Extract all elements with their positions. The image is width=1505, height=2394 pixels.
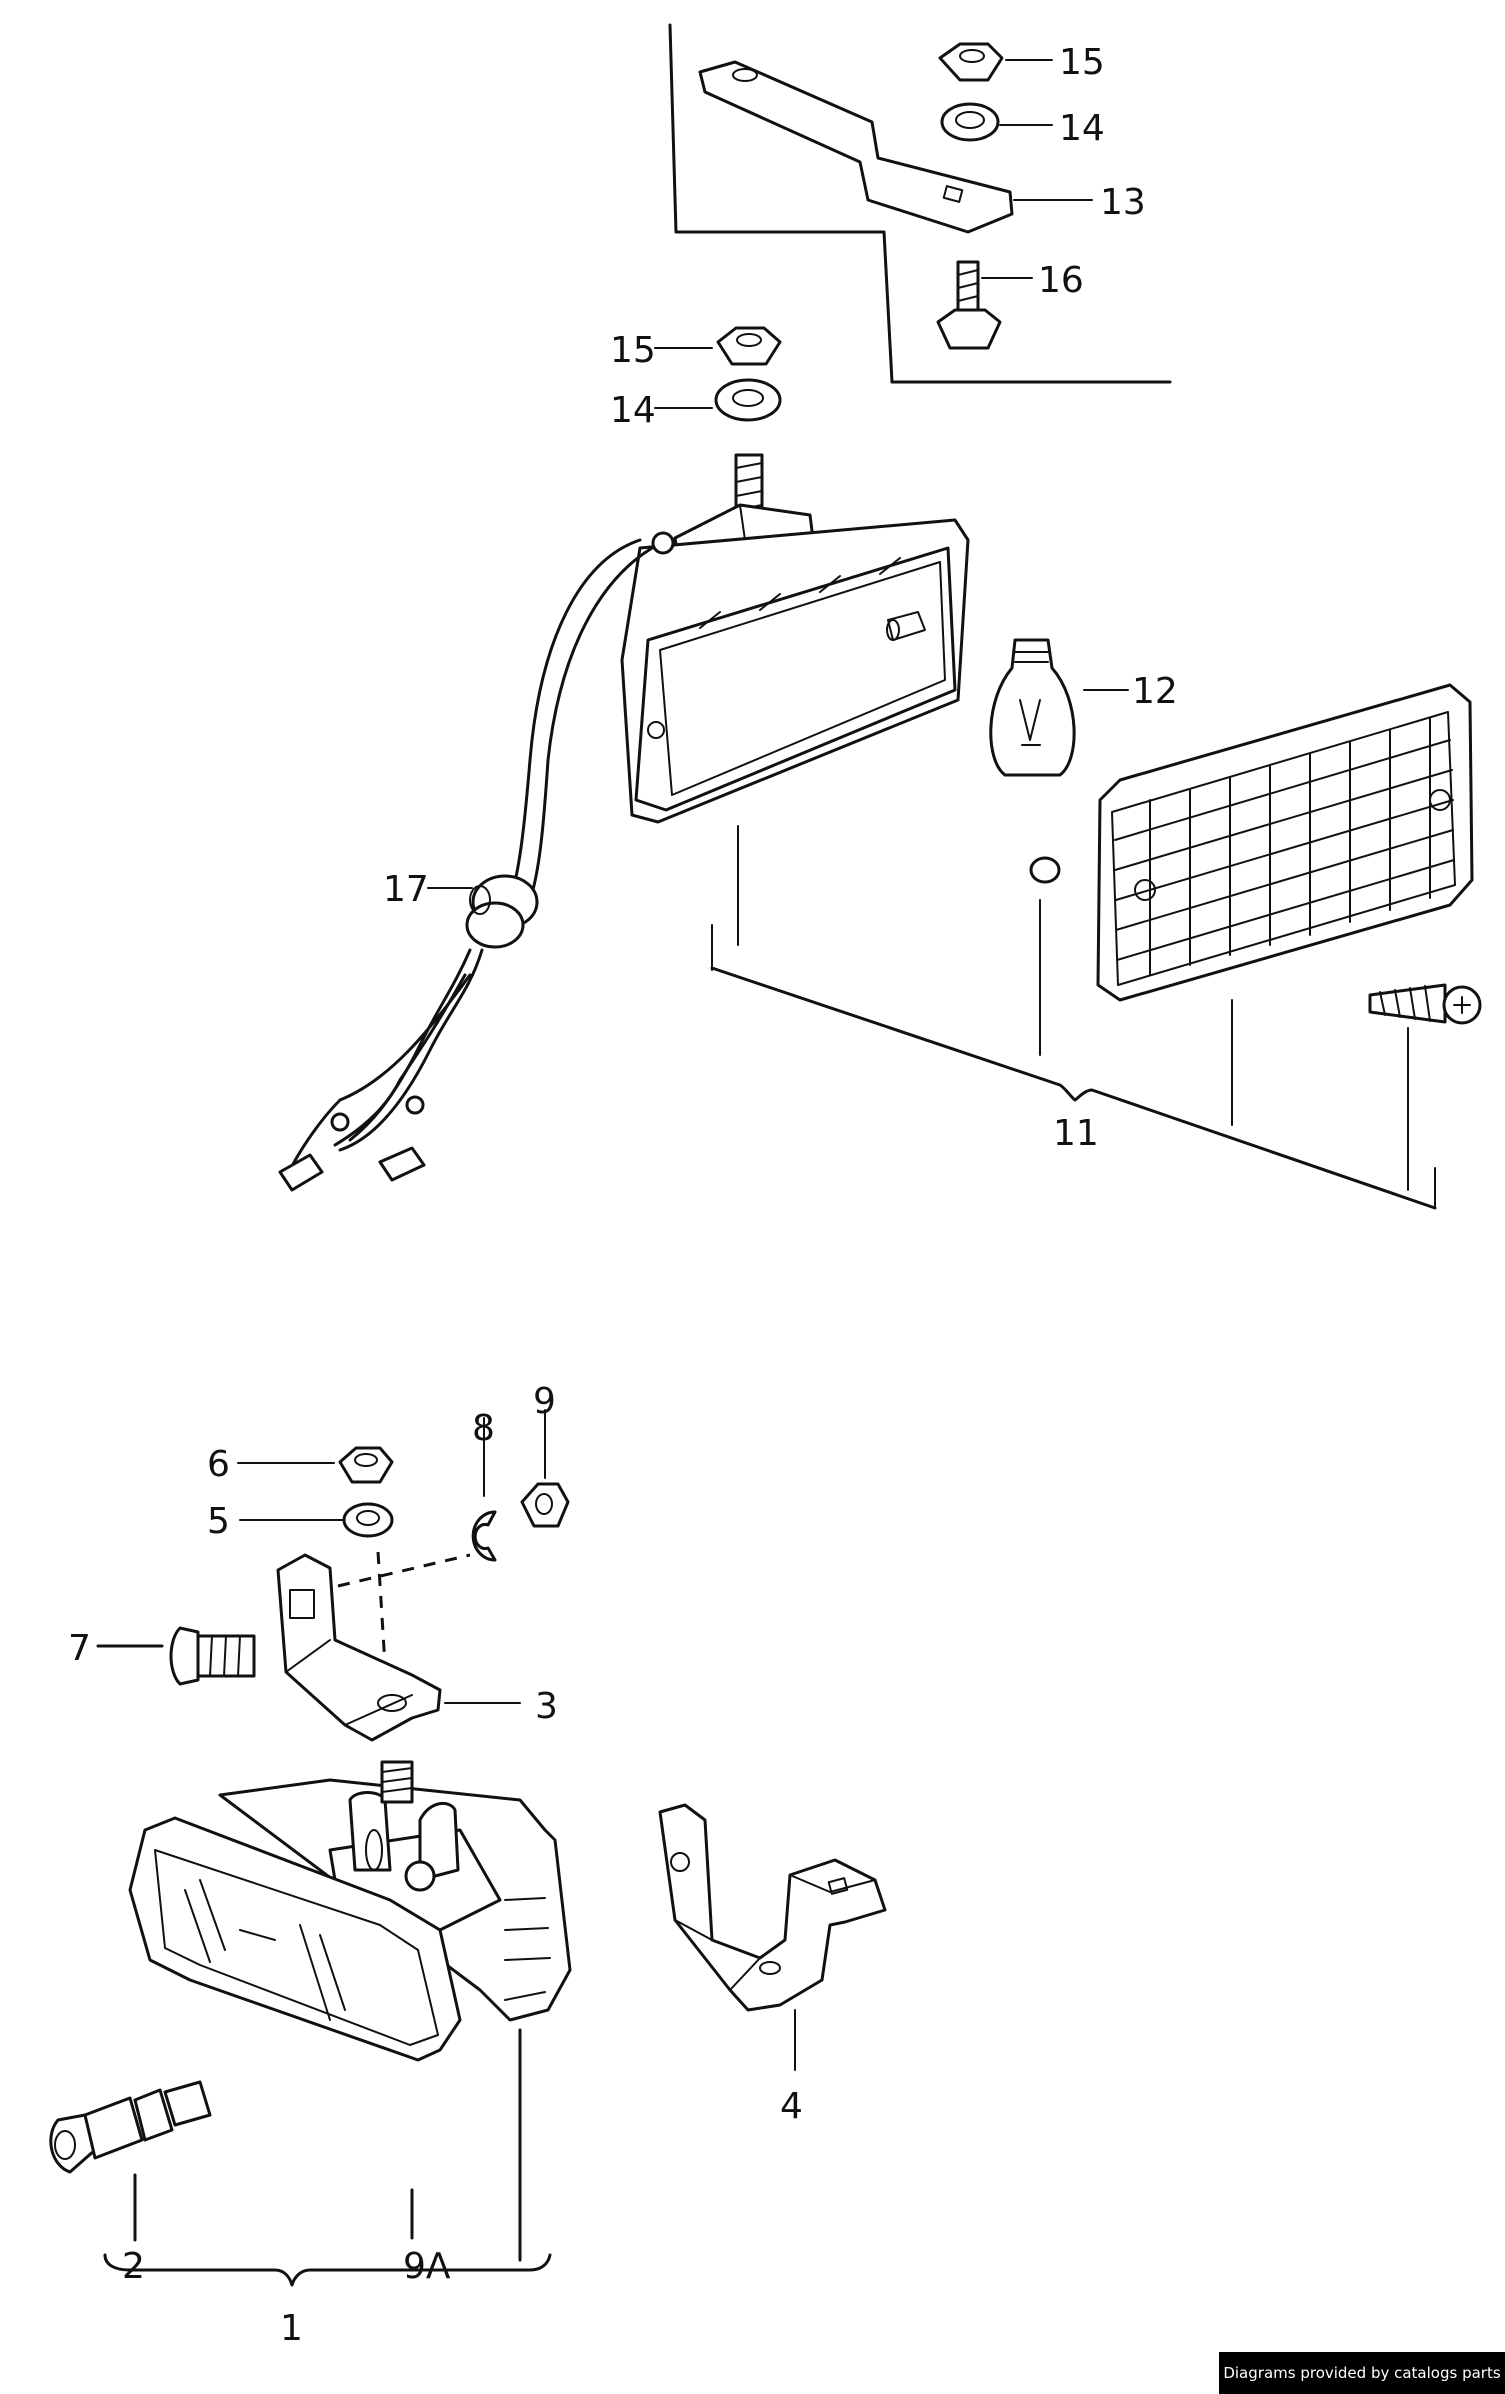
callout-15-middle: 15 [610,330,656,371]
spring-washer-14-middle [714,378,782,422]
small-washer [1029,856,1061,884]
lamp-lens [1096,683,1474,1002]
callout-2: 2 [122,2246,145,2287]
lens-pattern [1114,717,1455,976]
callout-16: 16 [1038,260,1084,301]
fog-lamp-bracket-3 [276,1553,521,1742]
callout-14-middle: 14 [610,390,656,431]
bulb-12 [989,638,1129,777]
callout-13: 13 [1100,182,1146,223]
halogen-bulb-2 [49,2080,212,2242]
callout-4: 4 [780,2086,803,2127]
callout-15-top: 15 [1059,42,1105,83]
callout-3: 3 [535,1686,558,1727]
credit-banner: Diagrams provided by catalogs parts [1219,2352,1505,2394]
group-bracket-1 [103,2028,552,2287]
grommet-17 [427,874,539,949]
hex-nut-15-top [938,42,1004,82]
callout-17: 17 [383,869,429,910]
callout-12: 12 [1132,671,1178,712]
lamp-housing [508,453,970,902]
carriage-bolt-7 [96,1626,256,1686]
hex-nut-9 [520,1409,570,1528]
group-bracket-11 [710,825,1437,1210]
callout-7: 7 [68,1628,91,1669]
callout-6: 6 [207,1444,230,1485]
callout-9a: 9A [403,2246,451,2287]
callout-9: 9 [533,1381,556,1422]
spring-washer-5 [239,1502,394,1538]
spring-washer-14-top [940,102,1000,142]
top-bracket-group [668,23,1172,384]
spring-washer-8 [471,1417,497,1562]
callout-8: 8 [472,1408,495,1449]
self-tapping-screw [1368,983,1482,1025]
mounting-bracket-13 [698,60,1014,234]
hex-nut-6 [237,1446,394,1484]
wire-harness [278,948,484,1192]
callout-5: 5 [207,1501,230,1542]
fog-lamp-1 [128,1760,572,2062]
callout-1: 1 [280,2308,303,2349]
fog-lamp-bracket-4 [658,1803,887,2071]
callout-14-top: 14 [1059,108,1105,149]
middle-fasteners [654,326,782,422]
bolt-16 [936,260,1002,350]
callout-11: 11 [1053,1113,1099,1154]
